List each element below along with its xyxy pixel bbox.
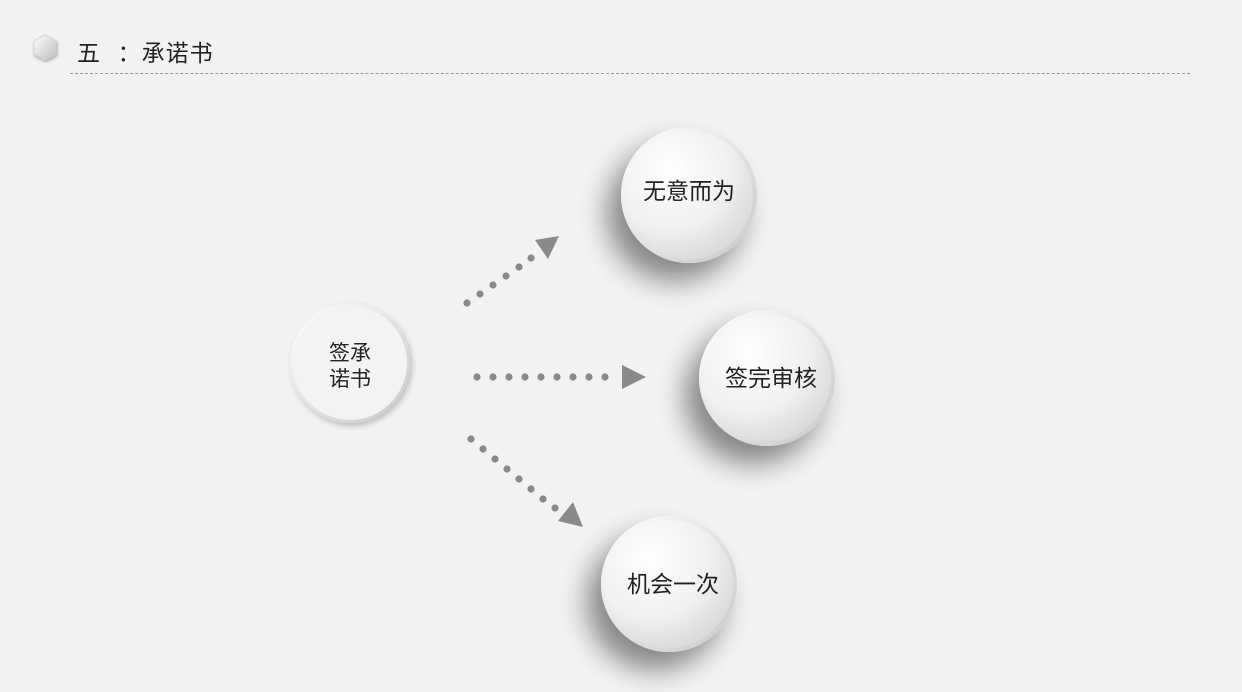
- center-label-line2: 诺书: [329, 367, 371, 391]
- outcome-node-3: 机会一次: [601, 516, 737, 652]
- arrowhead-2: [622, 365, 646, 389]
- center-node: 签承 诺书: [290, 303, 410, 423]
- title-separator: ：: [117, 41, 142, 67]
- outcome-label-1: 无意而为: [643, 179, 735, 205]
- slide-header: 五 ：承诺书: [0, 0, 1242, 80]
- outcome-label-2: 签完审核: [725, 366, 817, 392]
- section-number: 五: [77, 41, 101, 67]
- arrowhead-3: [558, 502, 583, 527]
- arrow-to-outcome-3: [467, 435, 583, 527]
- arrow-to-outcome-1: [463, 236, 559, 307]
- outcome-label-3: 机会一次: [627, 572, 719, 598]
- outcome-node-1: 无意而为: [621, 127, 757, 263]
- outcome-node-2: 签完审核: [699, 310, 835, 446]
- arrowhead-1: [535, 236, 559, 259]
- page-title: 五 ：承诺书: [77, 34, 214, 68]
- title-text: 承诺书: [141, 41, 214, 67]
- title-divider: [70, 73, 1190, 74]
- arrow-to-outcome-2: [473, 365, 646, 389]
- hexagon-icon: [33, 34, 57, 61]
- center-label-line1: 签承: [329, 341, 371, 365]
